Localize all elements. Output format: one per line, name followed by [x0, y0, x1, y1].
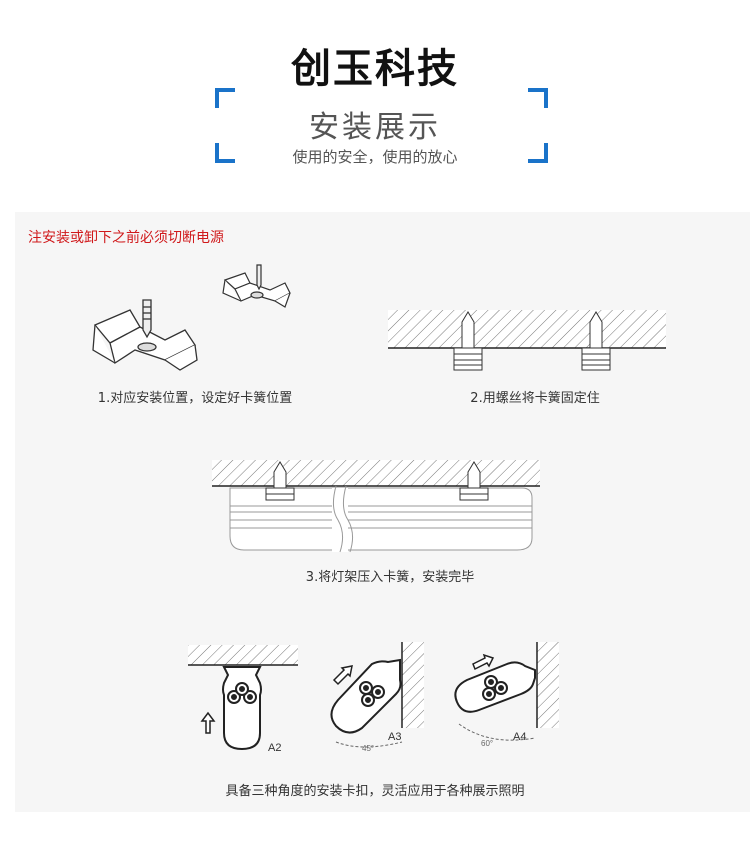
- step2-caption: 2.用螺丝将卡簧固定住: [470, 391, 600, 406]
- a3-angle-label: 45°: [362, 744, 374, 753]
- angle-a3-illustration: 45° A3: [330, 642, 424, 753]
- a3-label: A3: [388, 731, 401, 743]
- section-subtitle: 使用的安全，使用的放心: [292, 148, 458, 166]
- a2-label: A2: [268, 742, 281, 754]
- step2-ceiling-illustration: [388, 310, 666, 371]
- step3-lamp-illustration: [212, 460, 540, 553]
- a4-label: A4: [513, 731, 526, 743]
- step1-clip-illustration: [92, 264, 291, 371]
- bracket-bottom-right: [528, 143, 548, 163]
- step4-caption: 具备三种角度的安装卡扣，灵活应用于各种展示照明: [225, 784, 525, 799]
- a4-angle-label: 60°: [481, 739, 493, 748]
- step1-caption: 1.对应安装位置，设定好卡簧位置: [97, 391, 293, 406]
- bracket-top-left: [215, 88, 235, 108]
- section-title: 安装展示: [309, 110, 441, 145]
- power-warning: 注安装或卸下之前必须切断电源: [28, 230, 224, 246]
- brand-title: 创玉科技: [291, 46, 459, 92]
- bracket-bottom-left: [215, 143, 235, 163]
- bracket-top-right: [528, 88, 548, 108]
- angle-a4-illustration: 60° A4: [454, 642, 559, 748]
- step3-caption: 3.将灯架压入卡簧，安装完毕: [305, 570, 475, 585]
- angle-a2-illustration: A2: [188, 645, 298, 754]
